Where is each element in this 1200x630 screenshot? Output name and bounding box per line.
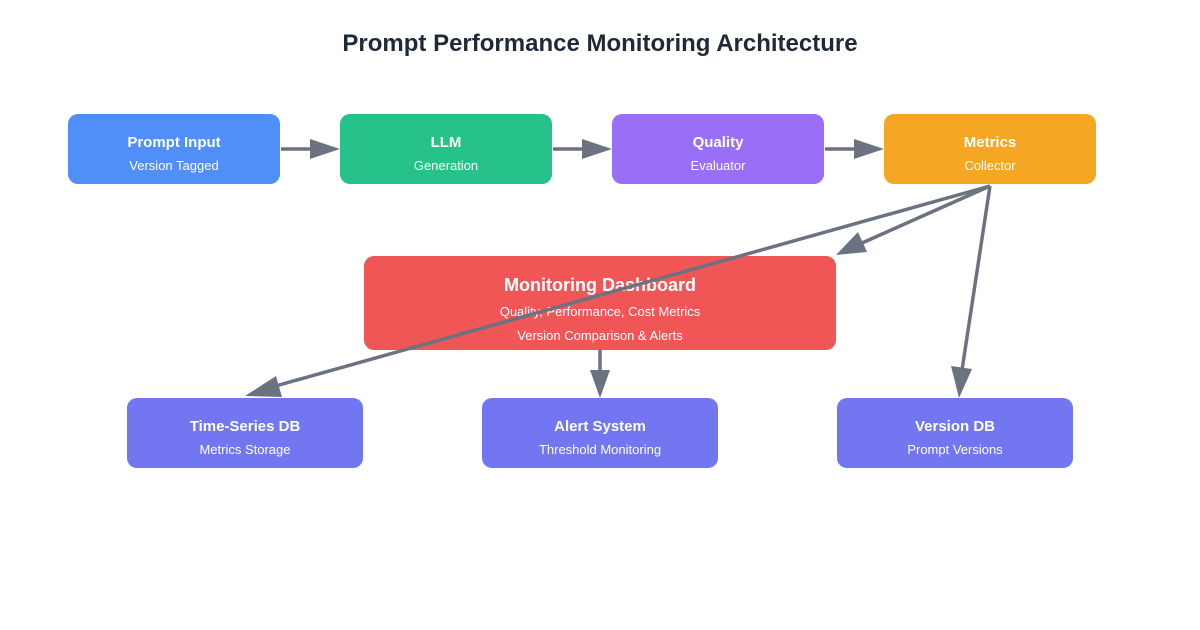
dashboard-title: Monitoring Dashboard [504, 275, 696, 295]
metrics-title: Metrics [963, 134, 1017, 151]
metrics-subtitle: Collector [964, 158, 1016, 173]
arrowhead-quality-to-metrics [854, 139, 884, 159]
arrowhead-prompt-to-llm [310, 139, 340, 159]
arrowhead-metrics-to-version-db [951, 366, 972, 398]
diagram-title: Prompt Performance Monitoring Architectu… [342, 30, 858, 57]
time-series-db-subtitle: Metrics Storage [199, 442, 291, 457]
version-db-title: Version DB [914, 418, 996, 435]
metrics-collector-node: Metrics Collector [884, 114, 1096, 184]
prompt-input-title: Prompt Input [127, 134, 221, 151]
llm-subtitle: Generation [413, 158, 479, 173]
llm-title: LLM [430, 134, 462, 151]
version-db-node: Version DB Prompt Versions [837, 398, 1073, 468]
arrow-metrics-to-dashboard [861, 184, 991, 245]
prompt-input-subtitle: Version Tagged [129, 158, 219, 173]
alert-system-node: Alert System Threshold Monitoring [482, 398, 718, 468]
arrow-metrics-to-version-db [960, 185, 992, 371]
quality-title: Quality [692, 134, 744, 151]
quality-subtitle: Evaluator [690, 158, 746, 173]
arrowhead-dashboard-to-alert [590, 370, 610, 398]
version-db-subtitle: Prompt Versions [907, 442, 1003, 457]
arrowhead-metrics-to-dashboard [836, 232, 867, 255]
time-series-db-title: Time-Series DB [189, 418, 301, 435]
llm-node: LLM Generation [340, 114, 552, 184]
arrowhead-llm-to-quality [582, 139, 612, 159]
monitoring-dashboard-node: Monitoring Dashboard Quality, Performanc… [364, 256, 836, 350]
dashboard-line-2: Version Comparison & Alerts [517, 328, 683, 343]
quality-evaluator-node: Quality Evaluator [612, 114, 824, 184]
dashboard-line-1: Quality, Performance, Cost Metrics [499, 304, 701, 319]
alert-system-title: Alert System [554, 418, 646, 435]
prompt-input-node: Prompt Input Version Tagged [68, 114, 280, 184]
alert-system-subtitle: Threshold Monitoring [538, 442, 662, 457]
time-series-db-node: Time-Series DB Metrics Storage [127, 398, 363, 468]
